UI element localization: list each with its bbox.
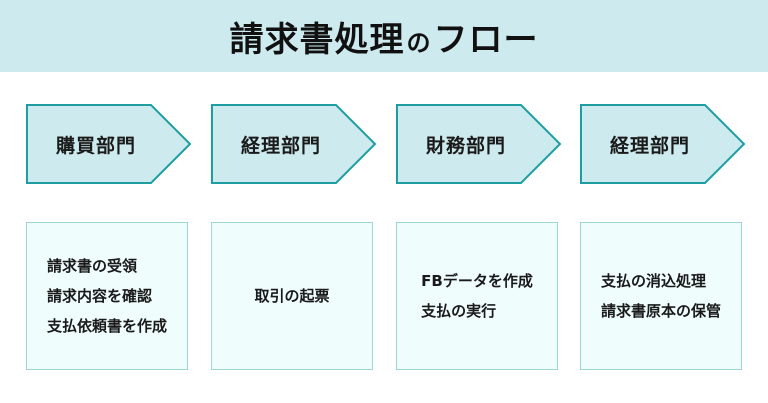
chevron-arrow-shape [580, 104, 746, 184]
task-item: 請求内容を確認 [46, 287, 152, 305]
title-tail: フロー [433, 19, 539, 60]
task-list: 請求書の受領 請求内容を確認 支払依頼書を作成 [47, 251, 167, 341]
task-box-accounting: 取引の起票 [211, 222, 373, 370]
task-list: 取引の起票 [254, 281, 329, 311]
step-arrow-accounting-final: 経理部門 [580, 104, 746, 184]
title-band: 請求書処理のフロー [0, 0, 768, 72]
title-main: 請求書処理 [229, 19, 405, 60]
task-item: 支払の実行 [421, 302, 497, 320]
task-list: 支払の消込処理 請求書原本の保管 [601, 266, 721, 326]
task-item: FBデータを作成 [421, 272, 533, 290]
chevron-arrow-shape [26, 104, 192, 184]
task-item: 支払の消込処理 [600, 272, 706, 290]
step-department-label: 経理部門 [609, 134, 690, 157]
task-item: 請求書の受領 [46, 257, 137, 275]
step-arrow-purchasing: 購買部門 [26, 104, 192, 184]
step-department-label: 購買部門 [55, 134, 136, 157]
task-box-purchasing: 請求書の受領 請求内容を確認 支払依頼書を作成 [26, 222, 188, 370]
chevron-arrow-shape [396, 104, 562, 184]
page-title: 請求書処理のフロー [230, 12, 539, 61]
task-list: FBデータを作成 支払の実行 [421, 266, 533, 326]
task-box-accounting-final: 支払の消込処理 請求書原本の保管 [580, 222, 742, 370]
step-department-label: 経理部門 [240, 134, 321, 157]
task-item: 支払依頼書を作成 [46, 317, 167, 335]
chevron-arrow-shape [211, 104, 377, 184]
title-particle: の [406, 28, 432, 57]
step-arrow-accounting: 経理部門 [211, 104, 377, 184]
task-box-finance: FBデータを作成 支払の実行 [396, 222, 558, 370]
task-item: 請求書原本の保管 [600, 302, 721, 320]
step-arrow-finance: 財務部門 [396, 104, 562, 184]
step-department-label: 財務部門 [425, 134, 506, 157]
task-item: 取引の起票 [254, 287, 330, 305]
